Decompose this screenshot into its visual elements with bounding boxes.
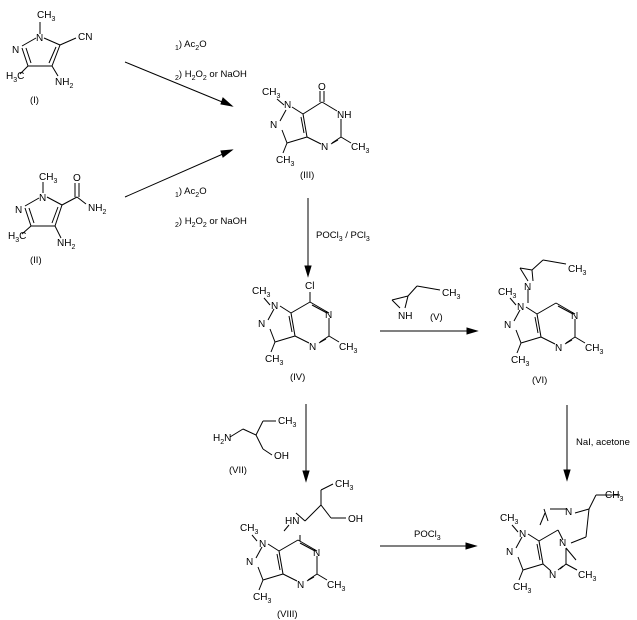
reagent-label: POCl3 <box>414 529 441 542</box>
amine-label: HN <box>285 516 299 527</box>
methyl-label: CH3 <box>339 342 357 355</box>
methyl-label: CH3 <box>513 582 531 595</box>
nitrogen-label: N <box>506 547 513 558</box>
compound-label: (III) <box>300 170 314 181</box>
nitrogen-label: N <box>258 319 265 330</box>
compound-label: (II) <box>30 255 42 266</box>
reagent-step1: 1) Ac2O <box>175 39 207 52</box>
arrow-VI-to-product: NaI, acetone <box>563 405 630 482</box>
reagent-step1: 1) Ac2O <box>175 186 207 199</box>
cyano-label: CN <box>78 32 92 43</box>
compound-label: (VIII) <box>277 609 298 620</box>
arrows-to-III: 1) Ac2O 2) H2O2 or NaOH 1) Ac2O 2) H2O2 … <box>124 39 247 229</box>
methyl-label: CH3 <box>276 155 294 168</box>
amino-label: NH2 <box>55 77 73 90</box>
methyl-label: CH3 <box>498 287 516 300</box>
nitrogen-label: N <box>519 529 526 540</box>
nh-label: NH <box>398 311 412 322</box>
methyl-label: CH3 <box>605 490 623 503</box>
nitrogen-label: N <box>284 100 291 111</box>
methyl-label: CH3 <box>39 172 57 185</box>
amino-label: H2N <box>213 433 231 446</box>
arrow-VIII-to-product: POCl3 <box>380 529 478 550</box>
nitrogen-label: N <box>270 120 277 131</box>
oxygen-label: O <box>318 82 326 93</box>
nitrogen-label: N <box>309 342 316 353</box>
reagent-step2: 2) H2O2 or NaOH <box>175 69 247 82</box>
nitrogen-label: N <box>517 302 524 313</box>
ring-nitrogen-label: N <box>559 538 566 549</box>
compound-label: (V) <box>430 312 443 323</box>
compound-label: (VI) <box>532 375 547 386</box>
nitrogen-label: N <box>321 142 328 153</box>
compound-VII: H2N CH3 OH (VII) <box>213 416 296 476</box>
compound-label: (IV) <box>290 372 305 383</box>
imine-nitrogen-label: N <box>565 507 572 518</box>
nitrogen-label: N <box>271 301 278 312</box>
compound-label: (VII) <box>229 465 247 476</box>
nitrogen-label: N <box>504 320 511 331</box>
methyl-label: CH3 <box>240 523 258 536</box>
nitrogen-label: N <box>36 33 43 44</box>
arrow-III-to-IV: POCl3 / PCl3 <box>304 198 370 278</box>
arrow-IV-to-VI: NH CH3 (V) <box>380 285 479 335</box>
nitrogen-label: N <box>549 570 556 581</box>
reagent-label: NaI, acetone <box>576 437 630 448</box>
methyl-label: CH3 <box>253 592 271 605</box>
nitrogen-label: N <box>15 205 22 216</box>
methyl-label: CH3 <box>335 479 353 492</box>
reagent-step2: 2) H2O2 or NaOH <box>175 216 247 229</box>
methyl-label: CH3 <box>265 354 283 367</box>
methyl-label: CH3 <box>262 87 280 100</box>
compound-label: (I) <box>30 95 39 106</box>
methyl-label: CH3 <box>37 10 55 23</box>
reagent-label: POCl3 / PCl3 <box>316 230 370 243</box>
methyl-label: CH3 <box>578 570 596 583</box>
methyl-label: CH3 <box>568 264 586 277</box>
compound-IV: CH3 N N Cl N N CH3 CH3 (IV) <box>252 281 357 383</box>
hydroxyl-label: OH <box>274 451 289 462</box>
nitrogen-label: N <box>12 45 19 56</box>
methyl-label: H3C <box>6 71 24 84</box>
methyl-label: CH3 <box>252 286 270 299</box>
methyl-label: CH3 <box>327 580 345 593</box>
aziridine-nitrogen-label: N <box>524 282 531 293</box>
methyl-label: CH3 <box>585 343 603 356</box>
methyl-label: H3C <box>8 231 26 244</box>
nitrogen-label: N <box>555 343 562 354</box>
methyl-label: CH3 <box>278 416 296 429</box>
methyl-label: CH3 <box>511 355 529 368</box>
compound-VI: N CH3 CH3 N N N N CH3 CH3 (VI) <box>498 259 603 386</box>
compound-VIII: HN CH3 OH CH3 N N N N CH3 CH3 (VIII) <box>240 479 363 620</box>
methyl-label: CH3 <box>442 288 460 301</box>
methyl-label: CH3 <box>500 513 518 526</box>
nitrogen-label: N <box>571 311 578 322</box>
chlorine-label: Cl <box>305 281 314 292</box>
compound-III: CH3 N N O NH N CH3 CH3 (III) <box>262 82 369 181</box>
nitrogen-label: N <box>297 580 304 591</box>
arrow-IV-to-VIII <box>302 404 310 483</box>
nh-label: NH <box>337 110 351 121</box>
nitrogen-label: N <box>313 548 320 559</box>
compound-product: CH3 N CH3 N N N N CH3 CH3 <box>500 490 623 595</box>
oxygen-label: O <box>73 173 81 184</box>
compound-I: CH3 N N CN NH2 H3C (I) <box>6 10 92 106</box>
amide-nh2-label: NH2 <box>88 203 106 216</box>
nitrogen-label: N <box>246 557 253 568</box>
methyl-label: CH3 <box>351 142 369 155</box>
nitrogen-label: N <box>39 193 46 204</box>
nitrogen-label: N <box>325 310 332 321</box>
hydroxyl-label: OH <box>348 514 363 525</box>
amino-label: NH2 <box>57 238 75 251</box>
compound-II: CH3 N N O NH2 NH2 H3C (II) <box>8 172 106 266</box>
nitrogen-label: N <box>259 539 266 550</box>
